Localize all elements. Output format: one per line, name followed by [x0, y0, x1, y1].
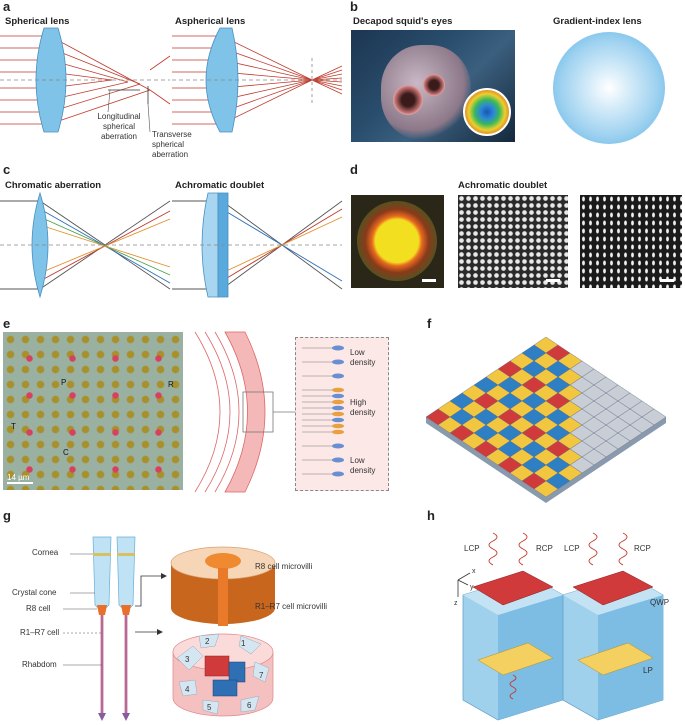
- label-crystal-cone: Crystal cone: [12, 588, 57, 597]
- rhabdoms: [100, 615, 128, 715]
- axis-x-label: x: [472, 568, 476, 575]
- axis-triad: [457, 572, 471, 597]
- microvilli-cylinder: [170, 546, 276, 626]
- panel-letter-c: c: [3, 162, 11, 177]
- density-label-high: High density: [350, 398, 376, 417]
- panel-letter-e: e: [3, 316, 11, 331]
- axis-z-label: z: [454, 600, 458, 607]
- metasurface-polarizer-diagram: x y z LCP RCP LCP RCP QWP LP: [454, 532, 669, 721]
- retina-curvature-diagram: [194, 331, 295, 493]
- label-longitudinal-aberration: Longitudinal spherical aberration: [97, 112, 141, 141]
- label-qwp: QWP: [650, 598, 669, 607]
- ommatidia-micrograph: 14 µm P R T C: [3, 332, 183, 490]
- rhabdomere-number-7: 7: [259, 671, 264, 680]
- axis-y-label: y: [470, 584, 474, 591]
- density-label-low-2: Low density: [350, 456, 376, 475]
- label-cornea: Cornea: [32, 548, 59, 557]
- rhabdomere-number-5: 5: [207, 703, 212, 712]
- squid-lens-inset: [463, 88, 511, 136]
- nanopillar-sem-1: [458, 195, 568, 288]
- chromatic-aberration-diagram: [0, 191, 171, 299]
- photoreceptor-density-box: Low density High density Low density: [295, 337, 389, 491]
- metalens-micrograph: [351, 195, 444, 288]
- polarizer-block-left: [462, 532, 564, 721]
- title-squid-eyes: Decapod squid's eyes: [353, 16, 453, 27]
- label-lcp-left: LCP: [464, 544, 480, 553]
- label-r8-microvilli: R8 cell microvilli: [255, 562, 313, 571]
- label-lp: LP: [643, 666, 653, 675]
- label-t: T: [11, 422, 16, 431]
- panel-letter-b: b: [350, 0, 358, 14]
- title-spherical-lens: Spherical lens: [5, 16, 70, 27]
- photoreceptor-cells: [302, 345, 344, 477]
- ommatidium-diagram: [63, 536, 136, 721]
- pixel-checkerboard: [425, 336, 667, 503]
- scale-bar-label: 14 µm: [7, 473, 30, 482]
- aspherical-lens-diagram: [172, 27, 343, 133]
- label-lcp-right: LCP: [564, 544, 580, 553]
- label-c: C: [63, 448, 69, 457]
- panel-letter-h: h: [427, 508, 435, 523]
- panel-letter-a: a: [3, 0, 11, 14]
- panel-letter-d: d: [350, 162, 358, 177]
- rhabdomere-number-4: 4: [185, 685, 190, 694]
- spherical-lens-diagram: [0, 27, 171, 133]
- label-rcp-left: RCP: [536, 544, 553, 553]
- label-r1-r7-microvilli: R1–R7 cell microvilli: [255, 602, 328, 611]
- title-gradient-index: Gradient-index lens: [553, 16, 642, 27]
- title-chromatic-aberration: Chromatic aberration: [5, 180, 102, 191]
- title-achromatic-doublet-d: Achromatic doublet: [458, 180, 548, 191]
- r8-cells: [97, 605, 131, 615]
- label-r8-cell: R8 cell: [26, 604, 51, 613]
- label-r1-r7-cell: R1–R7 cell: [20, 628, 60, 637]
- label-rcp-right: RCP: [634, 544, 651, 553]
- panel-letter-g: g: [3, 508, 11, 523]
- rhabdomere-arrangement: 1 2 3 4 5 6 7: [172, 633, 274, 717]
- label-r: R: [168, 380, 174, 389]
- rhabdomere-number-6: 6: [247, 701, 252, 710]
- label-transverse-aberration: Transverse spherical aberration: [152, 130, 192, 159]
- checker-cell: [533, 480, 559, 498]
- polarizer-block-right: [562, 532, 664, 721]
- squid-photo: [351, 30, 515, 142]
- grin-lens-sphere: [553, 32, 665, 144]
- nanopillar-sem-2: [580, 195, 682, 288]
- rhabdomere-number-3: 3: [185, 655, 190, 664]
- retina-band: [224, 331, 266, 493]
- panel-letter-f: f: [427, 316, 432, 331]
- rhabdomere-number-2: 2: [205, 637, 210, 646]
- title-achromatic-doublet-c: Achromatic doublet: [175, 180, 265, 191]
- label-rhabdom: Rhabdom: [22, 660, 57, 669]
- title-aspherical-lens: Aspherical lens: [175, 16, 246, 27]
- crystal-cones: [92, 536, 136, 610]
- density-label-low-1: Low density: [350, 348, 376, 367]
- connector-arrows: [135, 573, 167, 635]
- achromatic-doublet-diagram: [172, 192, 343, 298]
- label-p: P: [61, 378, 67, 387]
- rhabdomere-number-1: 1: [241, 639, 246, 648]
